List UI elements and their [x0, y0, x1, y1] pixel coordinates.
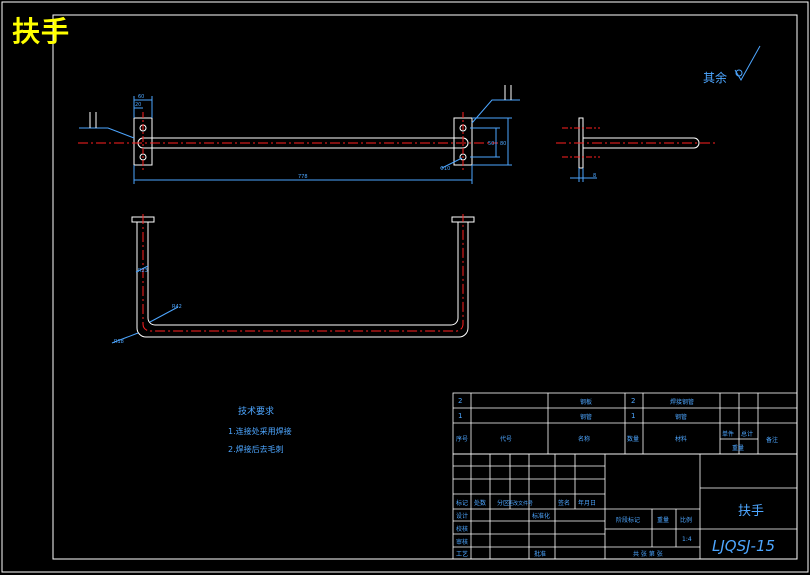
tech-req-item-1: 1.连接处采用焊接 — [228, 426, 292, 436]
parts-header-index: 序号 — [456, 435, 468, 443]
dim-plate-width: 60 — [138, 94, 144, 100]
parts-row-2-spec: 钢板 — [580, 398, 592, 406]
parts-row-1-no: 1 — [631, 412, 635, 420]
tb-scale-value: 1:4 — [682, 536, 692, 543]
parts-header-weight: 重量 — [732, 444, 744, 452]
parts-header-unit: 单件 — [722, 430, 734, 438]
parts-row-2-index: 2 — [458, 397, 462, 405]
tb-approve-label: 批准 — [534, 550, 546, 558]
tb-sheets: 共 张 第 张 — [633, 550, 663, 558]
tb-stage-label: 阶段标记 — [616, 516, 640, 524]
parts-header-qty: 数量 — [627, 435, 639, 443]
parts-header-remark: 备注 — [766, 436, 778, 444]
tb-change-count: 处数 — [474, 499, 486, 507]
parts-row-2-no: 2 — [631, 397, 635, 405]
tech-req-title: 技术要求 — [238, 405, 274, 417]
parts-row-2-name: 焊接钢管 — [670, 398, 694, 406]
tech-req-item-2: 2.焊接后去毛刺 — [228, 444, 284, 454]
tb-label-process: 工艺 — [456, 550, 468, 558]
side-view — [556, 117, 715, 182]
tb-label-mark: 标记 — [456, 499, 468, 507]
parts-header-material: 材料 — [675, 435, 687, 443]
front-view — [78, 85, 520, 184]
tb-change-date: 年月日 — [578, 499, 596, 507]
tb-label-design: 设计 — [456, 512, 468, 520]
dim-hole-dia: Φ10 — [440, 166, 450, 172]
parts-list — [452, 392, 798, 455]
tb-scale-label: 比例 — [680, 516, 692, 524]
tb-change-zone: 分区 — [497, 499, 509, 507]
tb-part-name: 扶手 — [738, 504, 764, 519]
parts-header-code: 代号 — [500, 435, 512, 443]
inner-frame — [52, 14, 798, 560]
tb-change-doc: 更改文件号 — [508, 500, 533, 507]
tb-change-sign: 签名 — [558, 499, 570, 507]
dim-plate-offset: 20 — [135, 102, 141, 108]
tb-drawing-no: LJQSJ-15 — [712, 537, 775, 555]
page-title: 扶手 — [12, 15, 71, 48]
tb-label-review: 审核 — [456, 538, 468, 546]
parts-row-1-index: 1 — [458, 412, 462, 420]
dim-plate-height: 80 — [500, 141, 506, 147]
parts-row-1-name: 钢管 — [675, 413, 687, 421]
parts-header-total: 总计 — [741, 430, 753, 438]
tb-label-check: 校核 — [456, 525, 468, 533]
dim-radius-bend: R42 — [172, 304, 182, 310]
surface-finish-symbol — [734, 45, 761, 81]
dim-radius-inner: R23 — [138, 268, 148, 274]
dim-length: 778 — [298, 174, 308, 180]
dim-radius-outer: R18 — [114, 339, 124, 345]
top-view — [111, 214, 475, 344]
dim-thickness: 8 — [593, 173, 596, 179]
tb-std-label: 标准化 — [532, 512, 550, 520]
surface-finish-label: 其余 — [703, 70, 727, 85]
tb-weight-label: 重量 — [657, 516, 669, 524]
parts-row-1-spec: 钢管 — [580, 413, 592, 421]
dim-hole-spacing: 50 — [488, 141, 494, 147]
parts-header-name: 名称 — [578, 435, 590, 443]
title-block — [452, 453, 798, 560]
